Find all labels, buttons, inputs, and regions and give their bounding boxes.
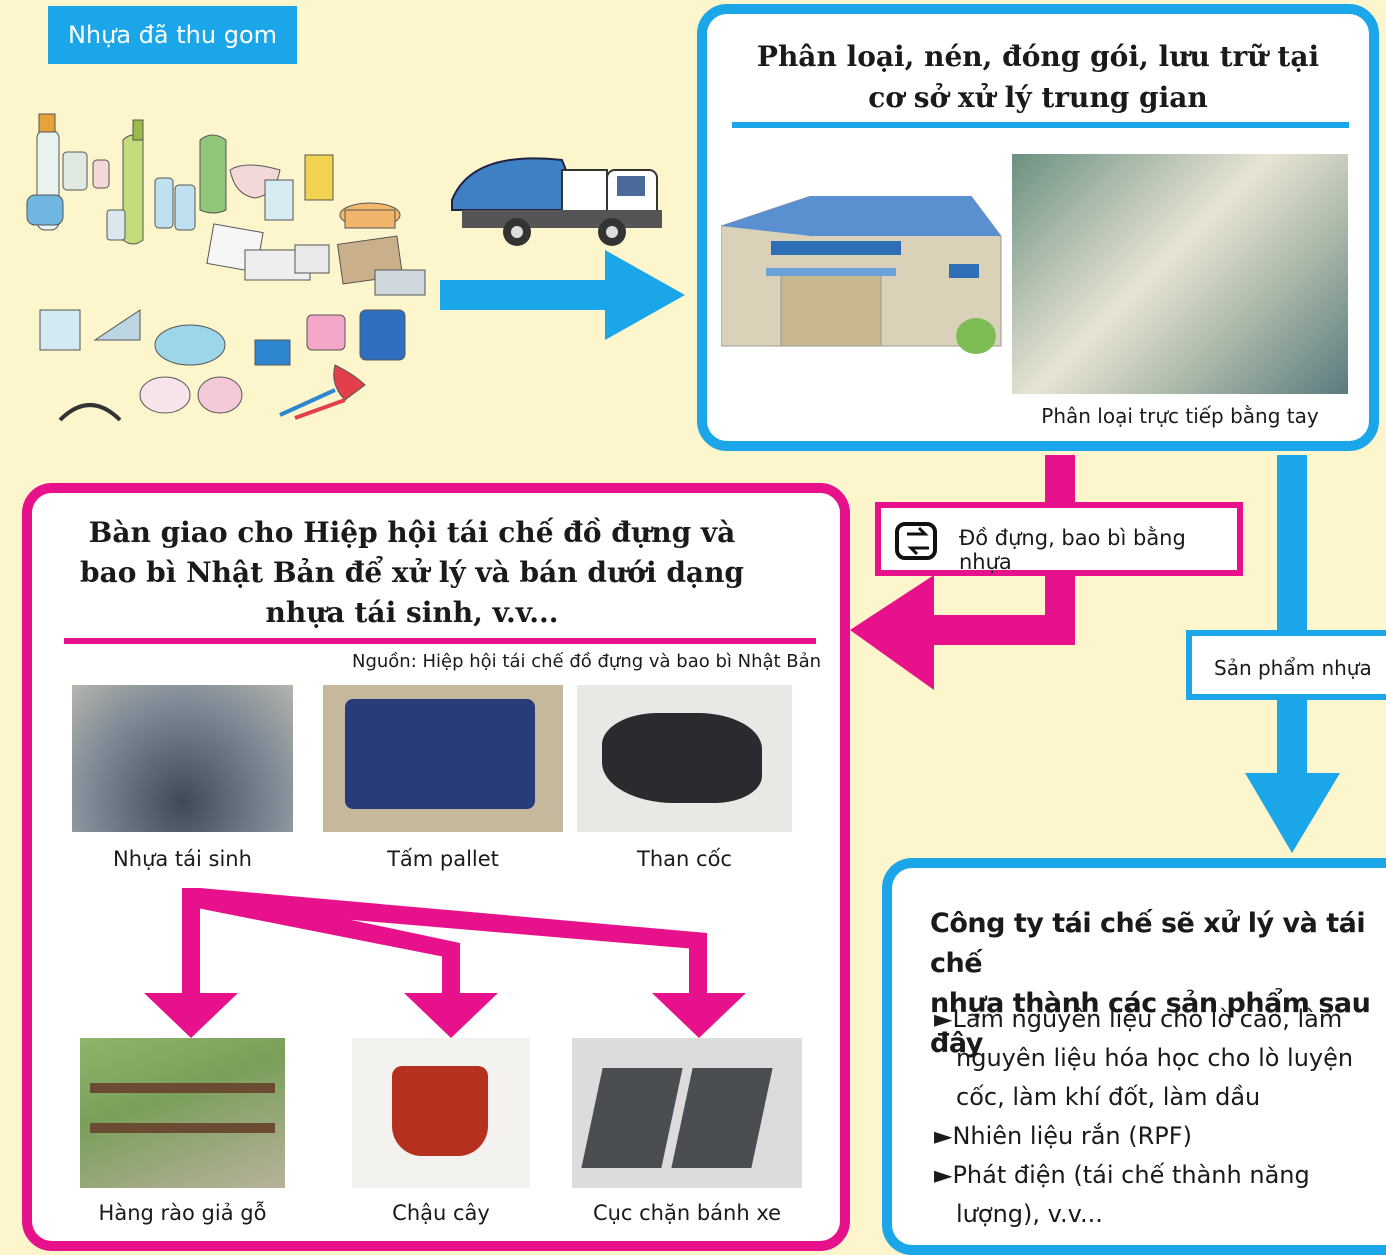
source-note: Nguồn: Hiệp hội tái chế đồ đựng và bao b… [352,651,822,672]
collected-plastic-label: Nhựa đã thu gom [48,6,297,64]
coke-photo [577,685,792,832]
fence-photo [80,1038,285,1188]
flower-pot-photo [352,1038,530,1188]
garbage-truck-icon [451,157,662,246]
recycler-list: ►Làm nguyên liệu cho lò cao, làm nguyên … [934,1000,1354,1234]
association-box: Bàn giao cho Hiệp hội tái chế đồ đựng và… [22,483,850,1251]
hand-sorting-caption: Phân loại trực tiếp bằng tay [1041,404,1319,428]
arrow-to-association [850,455,1075,690]
caption-flower-pot: Chậu cây [392,1201,490,1225]
warehouse-icon [721,196,1002,354]
plastic-waste-illustration [26,113,426,422]
association-title: Bàn giao cho Hiệp hội tái chế đồ đựng và… [79,516,745,629]
recycler-heading: Công ty tái chế sẽ xử lý và tái chế nhựa… [930,908,1371,1059]
caption-coke: Than cốc [637,847,732,871]
arrow-to-recycler [1245,455,1340,853]
wheel-stopper-photo [572,1038,802,1188]
caption-recycled-plastic: Nhựa tái sinh [113,847,252,871]
plastic-products-label: Sản phẩm nhựa [1214,656,1372,680]
caption-wheel-stopper: Cục chặn bánh xe [592,1201,782,1225]
recycler-item: ►Nhiên liệu rắn (RPF) [934,1122,1192,1150]
intermediate-facility-box: Phân loại, nén, đóng gói, lưu trữ tại cơ… [697,4,1379,451]
divider-pink [64,638,816,644]
plastic-products-tag: Sản phẩm nhựa [1186,630,1386,700]
container-packaging-tag: Đồ đựng, bao bì bằng nhựa [875,502,1243,576]
recycler-item: ►Phát điện (tái chế thành năng lượng), v… [934,1161,1310,1228]
intermediate-title: Phân loại, nén, đóng gói, lưu trữ tại cơ… [756,40,1320,114]
arrow-to-intermediate [440,250,685,340]
hand-sorting-photo [1012,154,1348,394]
caption-pallet: Tấm pallet [387,847,499,871]
recycled-pellets-photo [72,685,293,832]
container-packaging-label: Đồ đựng, bao bì bằng nhựa [959,526,1186,574]
divider-blue [732,122,1349,128]
recycler-box: Công ty tái chế sẽ xử lý và tái chế nhựa… [882,858,1386,1255]
pallet-photo [323,685,563,832]
branch-arrows [144,888,746,1038]
recycler-item: ►Làm nguyên liệu cho lò cao, làm nguyên … [934,1005,1354,1111]
caption-faux-wood-fence: Hàng rào giả gỗ [98,1201,267,1225]
recycle-mark-icon [895,522,937,560]
